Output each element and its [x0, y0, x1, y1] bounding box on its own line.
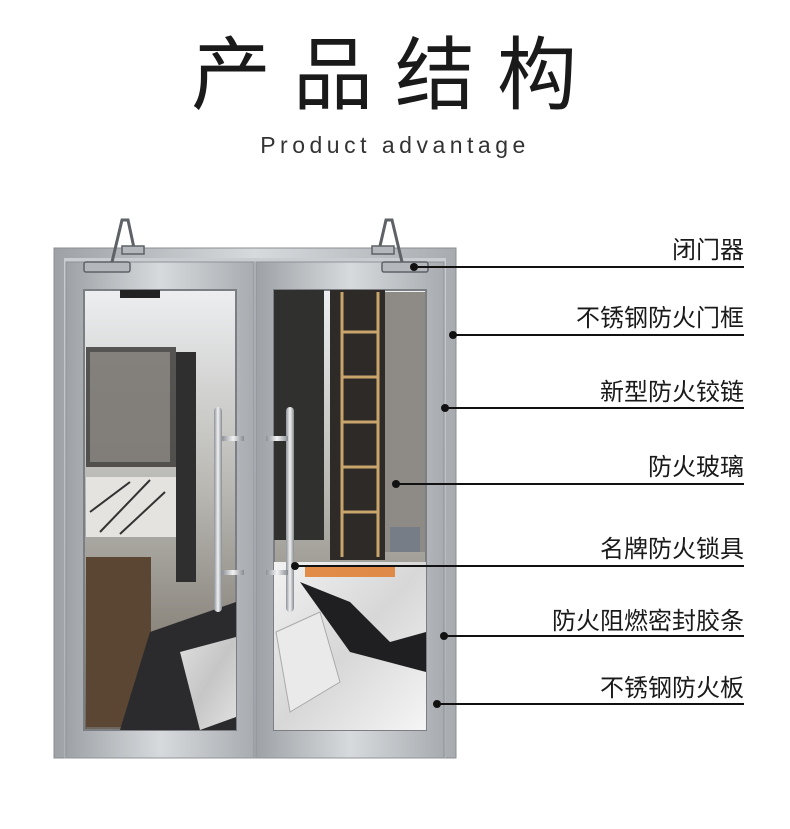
- callout-label-hinge: 新型防火铰链: [600, 378, 744, 406]
- callout-label-seal-strip: 防火阻燃密封胶条: [552, 607, 744, 635]
- callout-line-seal-strip: [444, 635, 744, 637]
- callout-line-door-frame: [453, 334, 744, 336]
- callout-label-door-frame: 不锈钢防火门框: [576, 304, 744, 332]
- callout-label-door-closer: 闭门器: [672, 236, 744, 264]
- callout-label-fire-glass: 防火玻璃: [648, 453, 744, 481]
- door-illustration: [50, 212, 460, 762]
- callout-line-hinge: [445, 407, 744, 409]
- callout-label-lock: 名牌防火锁具: [600, 535, 744, 563]
- callout-line-fire-panel: [437, 703, 744, 705]
- page-subtitle: Product advantage: [260, 132, 530, 158]
- page-title: 产品结构: [191, 29, 599, 122]
- callout-line-lock: [295, 565, 744, 567]
- callout-line-fire-glass: [396, 483, 744, 485]
- callout-line-door-closer: [414, 266, 744, 268]
- callout-label-fire-panel: 不锈钢防火板: [600, 674, 744, 702]
